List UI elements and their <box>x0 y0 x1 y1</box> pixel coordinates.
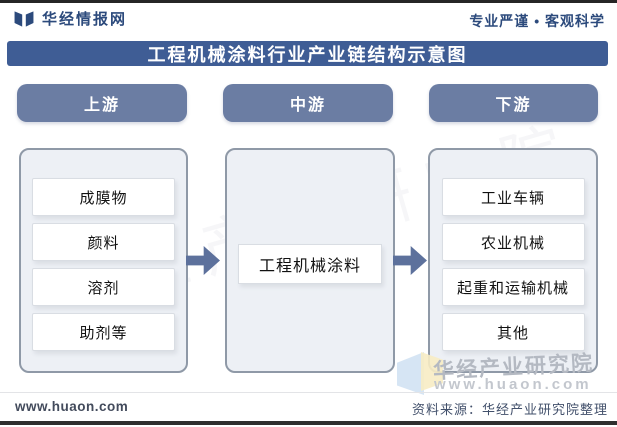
downstream-items: 工业车辆 农业机械 起重和运输机械 其他 <box>430 150 596 371</box>
upstream-item: 溶剂 <box>32 268 175 306</box>
stage-header-downstream: 下游 <box>429 84 598 122</box>
header-tagline: 专业严谨 • 客观科学 <box>469 13 605 29</box>
watermark-logo-blue-facet <box>397 352 424 395</box>
footer-source-note: 资料来源：华经产业研究院整理 <box>411 402 608 417</box>
upstream-item: 成膜物 <box>32 178 175 216</box>
brand-logo-icon <box>14 10 34 27</box>
watermark-logo-yellow-facet <box>421 352 443 391</box>
footer-site-url: www.huaon.com <box>15 399 129 414</box>
title-bar: 工程机械涂料行业产业链结构示意图 <box>7 41 608 66</box>
brand-header: 华经情报网 <box>13 8 127 29</box>
downstream-item: 工业车辆 <box>441 178 585 216</box>
footer-divider <box>0 392 617 393</box>
top-frame-line <box>0 0 617 3</box>
upstream-panel: 成膜物 颜料 溶剂 助剂等 <box>19 148 188 373</box>
bottom-frame-line <box>0 421 617 425</box>
right-arrow-icon <box>186 246 220 275</box>
downstream-panel: 工业车辆 农业机械 起重和运输机械 其他 <box>428 148 598 373</box>
midstream-panel: 工程机械涂料 <box>225 148 395 373</box>
downstream-item: 农业机械 <box>441 223 585 261</box>
stage-header-upstream: 上游 <box>17 84 187 122</box>
upstream-item: 颜料 <box>32 223 175 261</box>
watermark-url: www.huaon.com <box>434 376 592 393</box>
upstream-items: 成膜物 颜料 溶剂 助剂等 <box>21 150 186 371</box>
right-arrow-icon <box>393 246 427 275</box>
brand-name: 华经情报网 <box>42 11 128 28</box>
downstream-item: 其他 <box>441 313 585 351</box>
page-title: 工程机械涂料行业产业链结构示意图 <box>147 44 468 65</box>
downstream-item: 起重和运输机械 <box>441 268 585 306</box>
upstream-item: 助剂等 <box>32 313 175 351</box>
stage-header-midstream: 中游 <box>223 84 393 122</box>
midstream-item: 工程机械涂料 <box>238 244 382 284</box>
